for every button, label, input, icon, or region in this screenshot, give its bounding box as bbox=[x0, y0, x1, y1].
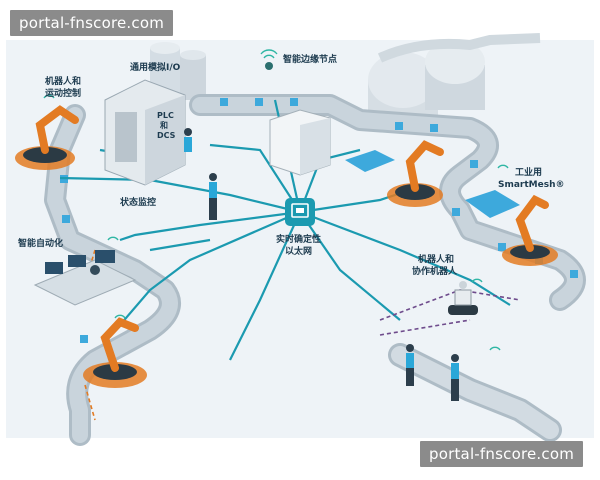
robot-arm-icon bbox=[502, 194, 558, 266]
tsn-label-2: 以太网 bbox=[285, 245, 312, 257]
edge-node-label: 智能边缘节点 bbox=[283, 53, 337, 65]
edge-node-device bbox=[265, 62, 273, 70]
robot-motion-label-1: 机器人和 bbox=[45, 75, 81, 87]
mobile-cobot bbox=[448, 281, 478, 315]
tsn-label-1: 实时确定性 bbox=[276, 233, 321, 245]
storage-tanks bbox=[150, 33, 541, 120]
robot-arm-icon bbox=[15, 105, 79, 170]
robot-arm-icon bbox=[83, 317, 147, 388]
plc-and-label: 和 bbox=[160, 120, 168, 130]
analog-io-label: 通用模拟I/O bbox=[130, 61, 181, 73]
cobot-label-1: 机器人和 bbox=[418, 253, 454, 265]
watermark-bottom: portal-fnscore.com bbox=[420, 441, 584, 467]
dcs-label: DCS bbox=[157, 131, 176, 140]
watermark-top: portal-fnscore.com bbox=[10, 10, 174, 36]
status-monitor-label: 状态监控 bbox=[120, 196, 156, 208]
plc-dcs-cabinet bbox=[104, 79, 186, 186]
smartmesh-label-2: SmartMesh® bbox=[498, 180, 565, 190]
cobot-label-2: 协作机器人 bbox=[412, 265, 458, 277]
box-cart bbox=[345, 150, 520, 218]
worker-figure bbox=[184, 128, 459, 401]
smartmesh-label-1: 工业用 bbox=[515, 166, 542, 178]
plc-label: PLC bbox=[157, 111, 174, 120]
control-desk bbox=[33, 250, 137, 306]
ethernet-switch-icon bbox=[285, 198, 315, 226]
wireless-icon bbox=[43, 49, 509, 351]
robot-arm-icon bbox=[387, 140, 444, 207]
smart-automation-label: 智能自动化 bbox=[18, 237, 63, 249]
robot-motion-label-2: 运动控制 bbox=[45, 87, 81, 99]
edge-node-cabinet bbox=[269, 109, 331, 176]
